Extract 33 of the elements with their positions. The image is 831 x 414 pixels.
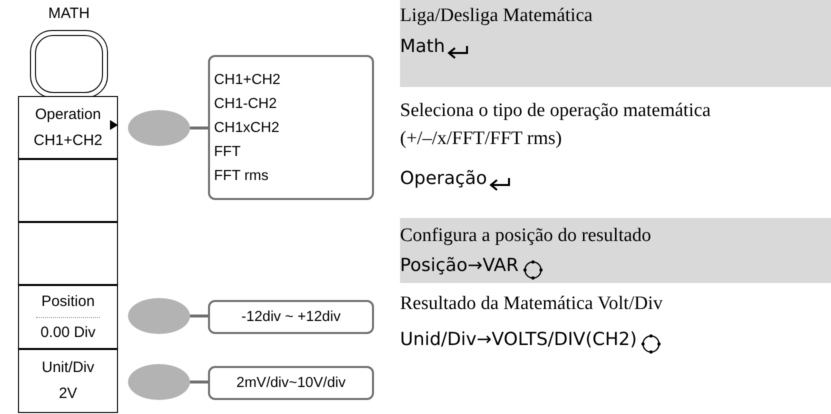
softkey-box: [18, 222, 118, 285]
command-text: Operação: [400, 167, 488, 191]
connector-line: [190, 380, 208, 384]
softkey-box: [18, 285, 118, 349]
description-text: Configura a posição do resultado: [400, 224, 652, 248]
description-text: Liga/Desliga Matemática: [400, 4, 594, 28]
option-text: CH1+CH2: [214, 70, 282, 90]
connector-line: [190, 126, 208, 130]
softkey-text: Unit/Div: [42, 358, 94, 378]
softkey-box: [18, 159, 118, 222]
softkey-text: 2V: [58, 384, 78, 404]
option-text: FFT rms: [214, 166, 270, 186]
option-text: FFT: [214, 142, 242, 162]
softkey-text: 0.00 Div: [36, 316, 100, 344]
command-text: Posição→VAR: [400, 254, 519, 278]
range-box: [208, 300, 374, 334]
softkey-text: CH1+CH2: [34, 130, 102, 150]
description-text: Resultado da Matemática Volt/Div: [400, 292, 664, 316]
softkey-text: Operation: [35, 104, 101, 124]
command-text: Math: [400, 35, 446, 59]
connector-line: [190, 314, 208, 318]
softkey-box: [18, 349, 118, 413]
range-box: [208, 366, 374, 400]
softkey-box: [18, 96, 118, 159]
command-text: Unid/Div→VOLTS/DIV(CH2): [400, 328, 637, 352]
option-text: 2mV/div~10V/div: [236, 374, 346, 393]
description-text: Seleciona o tipo de operação matemática (+/–/x/FFT/FFT rms): [400, 99, 712, 151]
option-text: CH1-CH2: [214, 94, 278, 114]
option-text: -12div ~ +12div: [241, 308, 341, 327]
softkey-text: Position: [41, 292, 95, 312]
button-label: MATH: [47, 4, 91, 24]
option-text: CH1xCH2: [214, 118, 280, 138]
options-box: [208, 55, 374, 200]
